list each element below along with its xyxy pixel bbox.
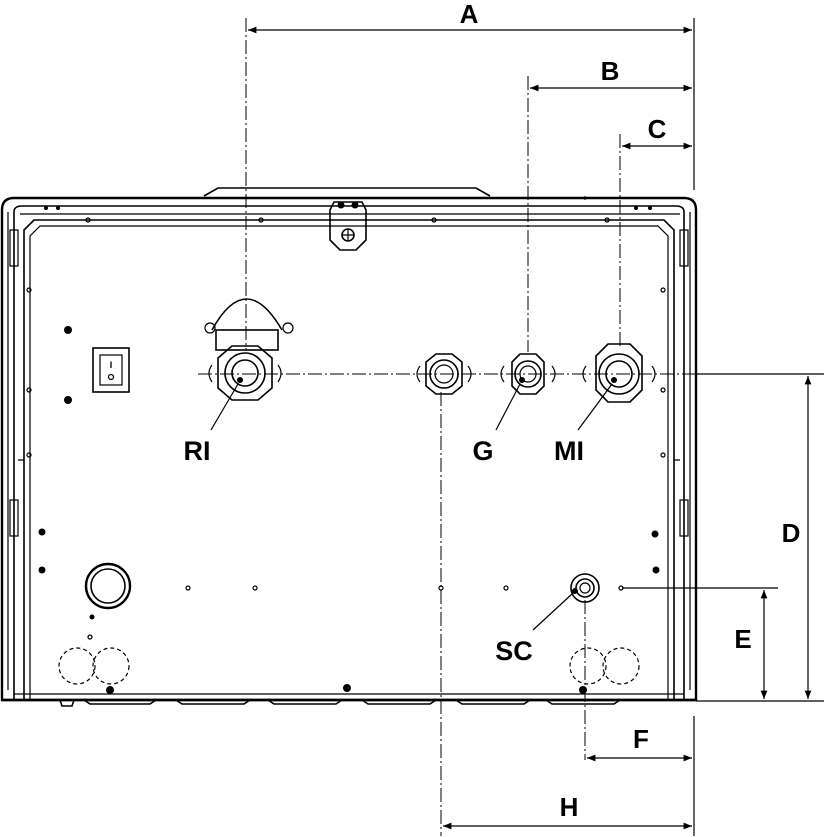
leader-lines (210, 377, 617, 631)
connection-center (416, 353, 472, 395)
connection-sc (569, 573, 640, 685)
left-bottom-openings (58, 562, 132, 685)
dimension-label-d: D (782, 518, 801, 548)
vertical-reference-lines (245, 18, 695, 836)
vertical-dimensions (622, 373, 824, 702)
dimension-label-e: E (734, 624, 751, 654)
connection-label-mi: MI (554, 436, 584, 466)
dimension-label-f: F (633, 724, 649, 754)
dimension-label-c: C (648, 114, 667, 144)
connection-g (500, 353, 556, 395)
hanging-bracket (329, 201, 367, 251)
connection-label-g: G (472, 436, 493, 466)
connection-mi (582, 343, 656, 403)
boiler-body (0, 187, 698, 707)
panel-screws (26, 206, 666, 694)
connection-label-sc: SC (495, 636, 533, 666)
power-switch: I (92, 347, 130, 393)
switch-symbol: I (110, 360, 113, 370)
connection-ri (208, 345, 282, 401)
dimension-label-h: H (560, 792, 579, 822)
flue-housing (204, 298, 294, 351)
dimension-label-a: A (460, 0, 479, 29)
horizontal-dimensions (248, 26, 692, 830)
dimension-label-b: B (601, 56, 620, 86)
connection-label-ri: RI (184, 436, 211, 466)
